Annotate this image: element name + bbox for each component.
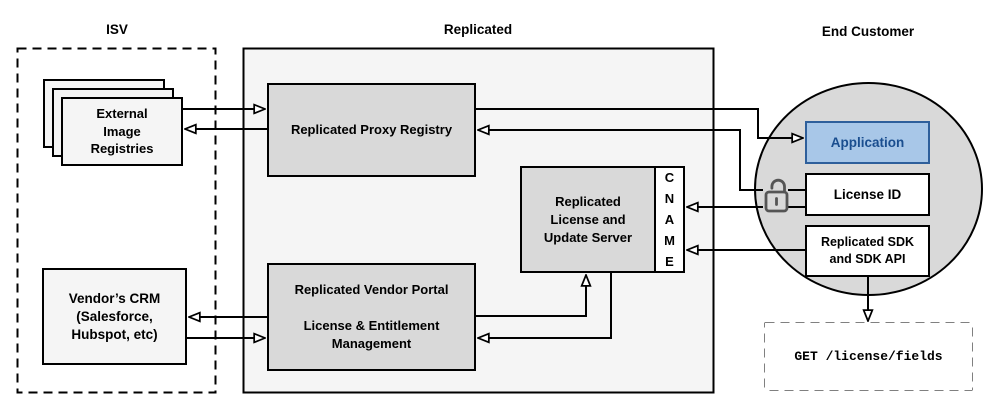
license-update-server-node: Replicated License and Update Server	[520, 166, 656, 273]
external-image-registries-node: External Image Registries	[61, 97, 183, 166]
cname-label: CNAME	[664, 170, 675, 269]
unlocked-padlock-icon	[764, 178, 789, 213]
vendor-portal-node: Replicated Vendor Portal License & Entit…	[267, 263, 476, 371]
get-license-fields-label: GET /license/fields	[794, 348, 943, 364]
vendor-portal-label: Replicated Vendor Portal License & Entit…	[294, 282, 449, 351]
license-update-server-label: Replicated License and Update Server	[543, 193, 633, 245]
cname-band: CNAME	[654, 166, 685, 273]
external-image-registries-label: External Image Registries	[90, 106, 154, 157]
get-license-fields-node: GET /license/fields	[765, 323, 972, 390]
arrow-proxy-to-application	[476, 108, 803, 138]
vendors-crm-label: Vendor’s CRM (Salesforce, Hubspot, etc)	[68, 290, 161, 342]
license-id-node: License ID	[805, 173, 930, 216]
isv-section-label: ISV	[106, 22, 128, 37]
end-customer-section-label: End Customer	[821, 24, 915, 39]
replicated-sdk-label: Replicated SDK and SDK API	[820, 235, 915, 266]
application-label: Application	[830, 134, 905, 150]
vendors-crm-node: Vendor’s CRM (Salesforce, Hubspot, etc)	[42, 268, 187, 365]
arrow-portal-to-license-server	[476, 275, 586, 317]
arrow-license-to-proxy	[478, 130, 763, 191]
replicated-sdk-node: Replicated SDK and SDK API	[805, 225, 930, 277]
license-id-label: License ID	[833, 186, 902, 202]
application-node: Application	[805, 121, 930, 164]
replicated-section-label: Replicated	[443, 22, 513, 37]
replicated-proxy-registry-label: Replicated Proxy Registry	[290, 122, 453, 138]
replicated-proxy-registry-node: Replicated Proxy Registry	[267, 83, 476, 177]
arrow-license-server-to-portal	[478, 273, 612, 338]
